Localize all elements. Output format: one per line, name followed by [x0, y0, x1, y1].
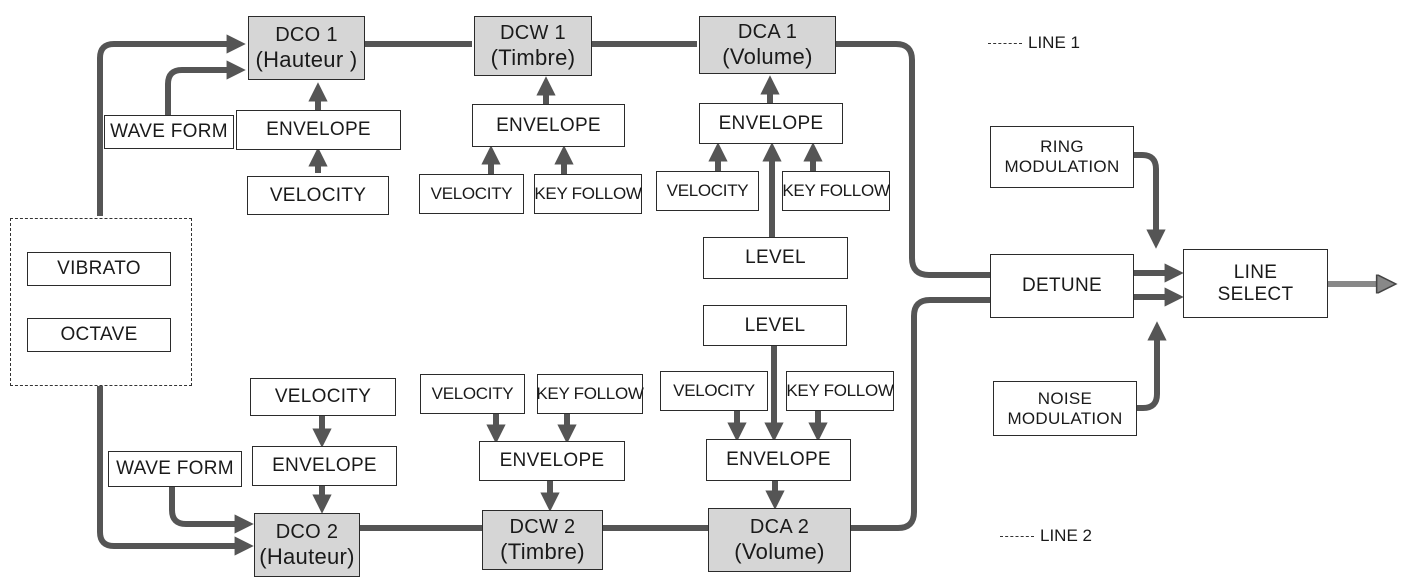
ring-modulation-line1: RING	[1040, 137, 1084, 157]
line-select-line2: SELECT	[1217, 283, 1294, 305]
dcw1-key-follow-box: KEY FOLLOW	[534, 174, 642, 214]
noise-to-select	[1137, 321, 1167, 411]
dco1-velocity-box: VELOCITY	[247, 176, 389, 215]
dco2-velocity-box: VELOCITY	[250, 378, 396, 416]
line1-label: LINE 1	[1028, 33, 1080, 52]
dca2-key-follow-box: KEY FOLLOW	[786, 371, 894, 411]
dcw1-name: DCW 1	[500, 21, 566, 44]
dca2-level-box: LEVEL	[703, 305, 847, 346]
line2-legend: LINE 2	[1000, 526, 1092, 546]
dca2-envelope-box: ENVELOPE	[706, 439, 851, 481]
wave-form2-box: WAVE FORM	[108, 451, 242, 487]
dco1-envelope-box: ENVELOPE	[236, 110, 401, 150]
dca2-subtitle: (Volume)	[734, 538, 825, 564]
line-select-box: LINE SELECT	[1183, 249, 1328, 318]
dca1-level-box: LEVEL	[703, 237, 848, 279]
dcw2-envelope-box: ENVELOPE	[479, 441, 625, 481]
dca2-name: DCA 2	[749, 515, 810, 538]
line1-bus-to-dco1	[97, 34, 246, 216]
dcw2-subtitle: (Timbre)	[500, 538, 585, 564]
dco2-subtitle: (Hauteur)	[259, 543, 355, 569]
line2-dash	[1000, 535, 1034, 537]
dca1-module: DCA 1 (Volume)	[699, 16, 836, 74]
dcw2-name: DCW 2	[509, 515, 576, 538]
noise-modulation-box: NOISE MODULATION	[993, 381, 1137, 436]
detune-box: DETUNE	[990, 254, 1134, 318]
ring-modulation-line2: MODULATION	[1004, 157, 1120, 176]
vibrato-box: VIBRATO	[27, 252, 171, 286]
line2-label: LINE 2	[1040, 526, 1092, 545]
dcw2-key-follow-box: KEY FOLLOW	[536, 374, 644, 414]
dcw1-subtitle: (Timbre)	[490, 44, 576, 70]
line-select-line1: LINE	[1233, 261, 1278, 283]
ring-modulation-box: RING MODULATION	[990, 126, 1134, 188]
dca2-velocity-box: VELOCITY	[660, 371, 768, 411]
dca2-module: DCA 2 (Volume)	[708, 508, 851, 572]
dcw1-module: DCW 1 (Timbre)	[474, 16, 592, 76]
dca1-subtitle: (Volume)	[722, 43, 813, 69]
wave-form1-to-dco1	[165, 60, 246, 115]
dca1-key-follow-box: KEY FOLLOW	[782, 171, 890, 211]
dco1-module: DCO 1 (Hauteur )	[248, 16, 365, 80]
wave-form1-box: WAVE FORM	[104, 115, 234, 149]
dca1-to-detune	[836, 41, 990, 278]
dcw2-velocity-box: VELOCITY	[420, 374, 525, 414]
line1-dash	[988, 42, 1022, 44]
noise-modulation-line1: NOISE	[1037, 388, 1093, 408]
line1-legend: LINE 1	[988, 33, 1080, 53]
dco1-subtitle: (Hauteur )	[255, 46, 358, 72]
dcw1-envelope-box: ENVELOPE	[472, 104, 625, 147]
dcw2-module: DCW 2 (Timbre)	[482, 510, 603, 570]
noise-modulation-line2: MODULATION	[1007, 408, 1123, 428]
dco2-name: DCO 2	[275, 520, 339, 543]
dca1-envelope-box: ENVELOPE	[699, 103, 843, 144]
dca1-name: DCA 1	[737, 20, 798, 43]
modulation-group	[10, 218, 192, 386]
octave-box: OCTAVE	[27, 318, 171, 352]
ring-to-select	[1134, 152, 1166, 249]
dco1-name: DCO 1	[275, 23, 338, 46]
dco2-envelope-box: ENVELOPE	[252, 446, 397, 486]
line2-bus-to-dco2	[97, 386, 254, 556]
dco2-module: DCO 2 (Hauteur)	[254, 513, 360, 577]
dca2-to-detune	[851, 297, 990, 531]
dca1-velocity-box: VELOCITY	[656, 171, 759, 211]
wave-form2-to-dco2	[169, 485, 254, 534]
dcw1-velocity-box: VELOCITY	[419, 174, 524, 214]
